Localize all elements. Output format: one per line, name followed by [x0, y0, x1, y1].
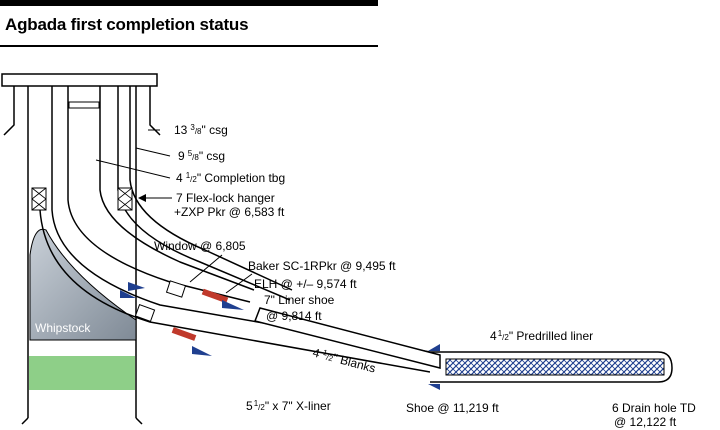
xliner-outer-lower-wall: [39, 209, 431, 373]
baker-packer-red: [201, 288, 229, 304]
hanger-right: [117, 187, 133, 211]
tubing-left-wall: [67, 86, 251, 303]
liner-7-wall-b: [129, 86, 293, 291]
blue-arrow-3: [120, 290, 136, 298]
label-baker-packer: Baker SC-1RPkr @ 9,495 ft: [248, 259, 396, 273]
label-whipstock: Whipstock: [35, 321, 91, 335]
diagram-title: Agbada first completion status: [5, 15, 249, 34]
label-predrilled-liner: 41/2" Predrilled liner: [490, 329, 593, 343]
tubing-top-band: [68, 101, 100, 109]
casing-13-right-wall: [149, 86, 161, 136]
title-bottom-rule: [0, 45, 378, 47]
shoe-arrow: [428, 384, 440, 390]
label-drain-hole-line1: 6 Drain hole TD: [612, 401, 696, 415]
label-liner-shoe-line2: @ 9,814 ft: [266, 309, 322, 323]
blanks-tube: [253, 307, 441, 369]
label-shoe: Shoe @ 11,219 ft: [406, 401, 499, 415]
window-packer: [165, 280, 187, 298]
predrilled-liner: [445, 358, 665, 376]
leader-tubing: [95, 159, 171, 179]
xliner-outer-upper-wall: [51, 86, 431, 353]
label-elh: ELH @ +/– 9,574 ft: [254, 277, 357, 291]
blue-arrow-1: [128, 282, 145, 291]
xliner-packer-red: [171, 327, 197, 341]
casing-9-bottom: [21, 417, 143, 425]
leader-window: [189, 254, 223, 283]
leader-hanger-head: [138, 194, 146, 202]
casing-13-left-wall: [3, 86, 15, 136]
label-hanger-line1: 7 Flex-lock hanger: [176, 191, 275, 205]
blue-arrow-2: [222, 300, 244, 310]
whipstock: [29, 228, 137, 341]
predrilled-liner-top-arrow: [428, 344, 440, 351]
hanger-left: [31, 187, 47, 211]
xliner-packer: [134, 303, 156, 323]
blue-arrow-4: [192, 346, 212, 356]
title-top-rule: [0, 0, 378, 6]
label-window: Window @ 6,805: [154, 239, 246, 253]
leader-casing-9: [135, 147, 171, 157]
title-block: Agbada first completion status: [0, 0, 380, 48]
leader-baker: [225, 273, 253, 294]
label-hanger-line2: +ZXP Pkr @ 6,583 ft: [174, 205, 285, 219]
label-liner-shoe-line1: 7" Liner shoe: [264, 293, 335, 307]
tubing-right-wall: [99, 86, 255, 291]
cement-section: [29, 356, 135, 390]
label-xliner: 51/2" x 7" X-liner: [246, 399, 331, 413]
wellhead-flange: [1, 73, 158, 87]
label-drain-hole-line2: @ 12,122 ft: [614, 415, 677, 429]
